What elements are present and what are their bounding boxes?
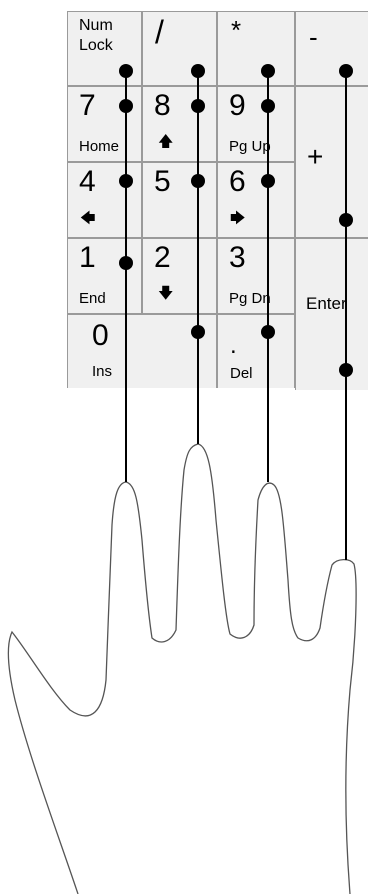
index-dot-4: [119, 174, 133, 188]
key-7-label: Home: [79, 138, 120, 155]
key-num-lock: Num Lock: [67, 11, 142, 86]
key-plus-label: +: [307, 141, 324, 172]
key-2-digit: 2: [154, 241, 171, 274]
index-dot-numlock: [119, 64, 133, 78]
key-1: 1 End: [67, 238, 142, 314]
little-dot-minus: [339, 64, 353, 78]
key-4-digit: 4: [79, 165, 96, 198]
key-multiply: *: [217, 11, 295, 86]
little-dot-plus: [339, 213, 353, 227]
down-arrow-icon: 🡇: [158, 285, 174, 302]
key-6: 6 🡆: [217, 162, 295, 238]
key-8: 8 🡅: [142, 86, 217, 162]
key-minus-label: -: [309, 22, 318, 52]
key-plus: +: [295, 86, 368, 238]
right-arrow-icon: 🡆: [230, 210, 246, 227]
key-3-digit: 3: [229, 241, 246, 274]
middle-dot-0: [191, 325, 205, 339]
key-4: 4 🡄: [67, 162, 142, 238]
key-decimal-symbol: .: [230, 332, 237, 359]
key-9-digit: 9: [229, 89, 246, 122]
key-3: 3 Pg Dn: [217, 238, 295, 314]
middle-dot-5: [191, 174, 205, 188]
left-arrow-icon: 🡄: [80, 210, 96, 227]
key-divide: /: [142, 11, 217, 86]
key-8-digit: 8: [154, 89, 171, 122]
key-5-digit: 5: [154, 165, 171, 198]
ring-dot-6: [261, 174, 275, 188]
middle-dot-8: [191, 99, 205, 113]
key-num-lock-line2: Lock: [79, 37, 113, 54]
key-1-digit: 1: [79, 241, 96, 274]
key-minus: -: [295, 11, 368, 86]
key-0-label: Ins: [92, 363, 113, 380]
key-5: 5: [142, 162, 217, 238]
key-7: 7 Home: [67, 86, 142, 162]
key-9: 9 Pg Up: [217, 86, 295, 162]
ring-dot-9: [261, 99, 275, 113]
key-7-digit: 7: [79, 89, 96, 122]
key-9-label: Pg Up: [229, 138, 271, 155]
hand-outline: [7, 443, 357, 894]
key-1-label: End: [79, 290, 106, 307]
middle-dot-divide: [191, 64, 205, 78]
little-dot-enter: [339, 363, 353, 377]
ring-dot-decimal: [261, 325, 275, 339]
index-dot-1: [119, 256, 133, 270]
key-decimal: . Del: [217, 314, 295, 388]
key-3-label: Pg Dn: [229, 290, 271, 307]
ring-dot-multiply: [261, 64, 275, 78]
key-6-digit: 6: [229, 165, 246, 198]
key-0-digit: 0: [92, 319, 109, 352]
key-enter: Enter: [295, 238, 368, 390]
key-decimal-label: Del: [230, 365, 253, 382]
key-enter-label: Enter: [306, 294, 347, 313]
key-num-lock-line1: Num: [79, 17, 113, 34]
key-divide-label: /: [155, 14, 164, 50]
key-0: 0 Ins: [67, 314, 217, 388]
key-multiply-label: *: [231, 15, 242, 45]
key-2: 2 🡇: [142, 238, 217, 314]
up-arrow-icon: 🡅: [158, 133, 174, 150]
index-dot-7: [119, 99, 133, 113]
